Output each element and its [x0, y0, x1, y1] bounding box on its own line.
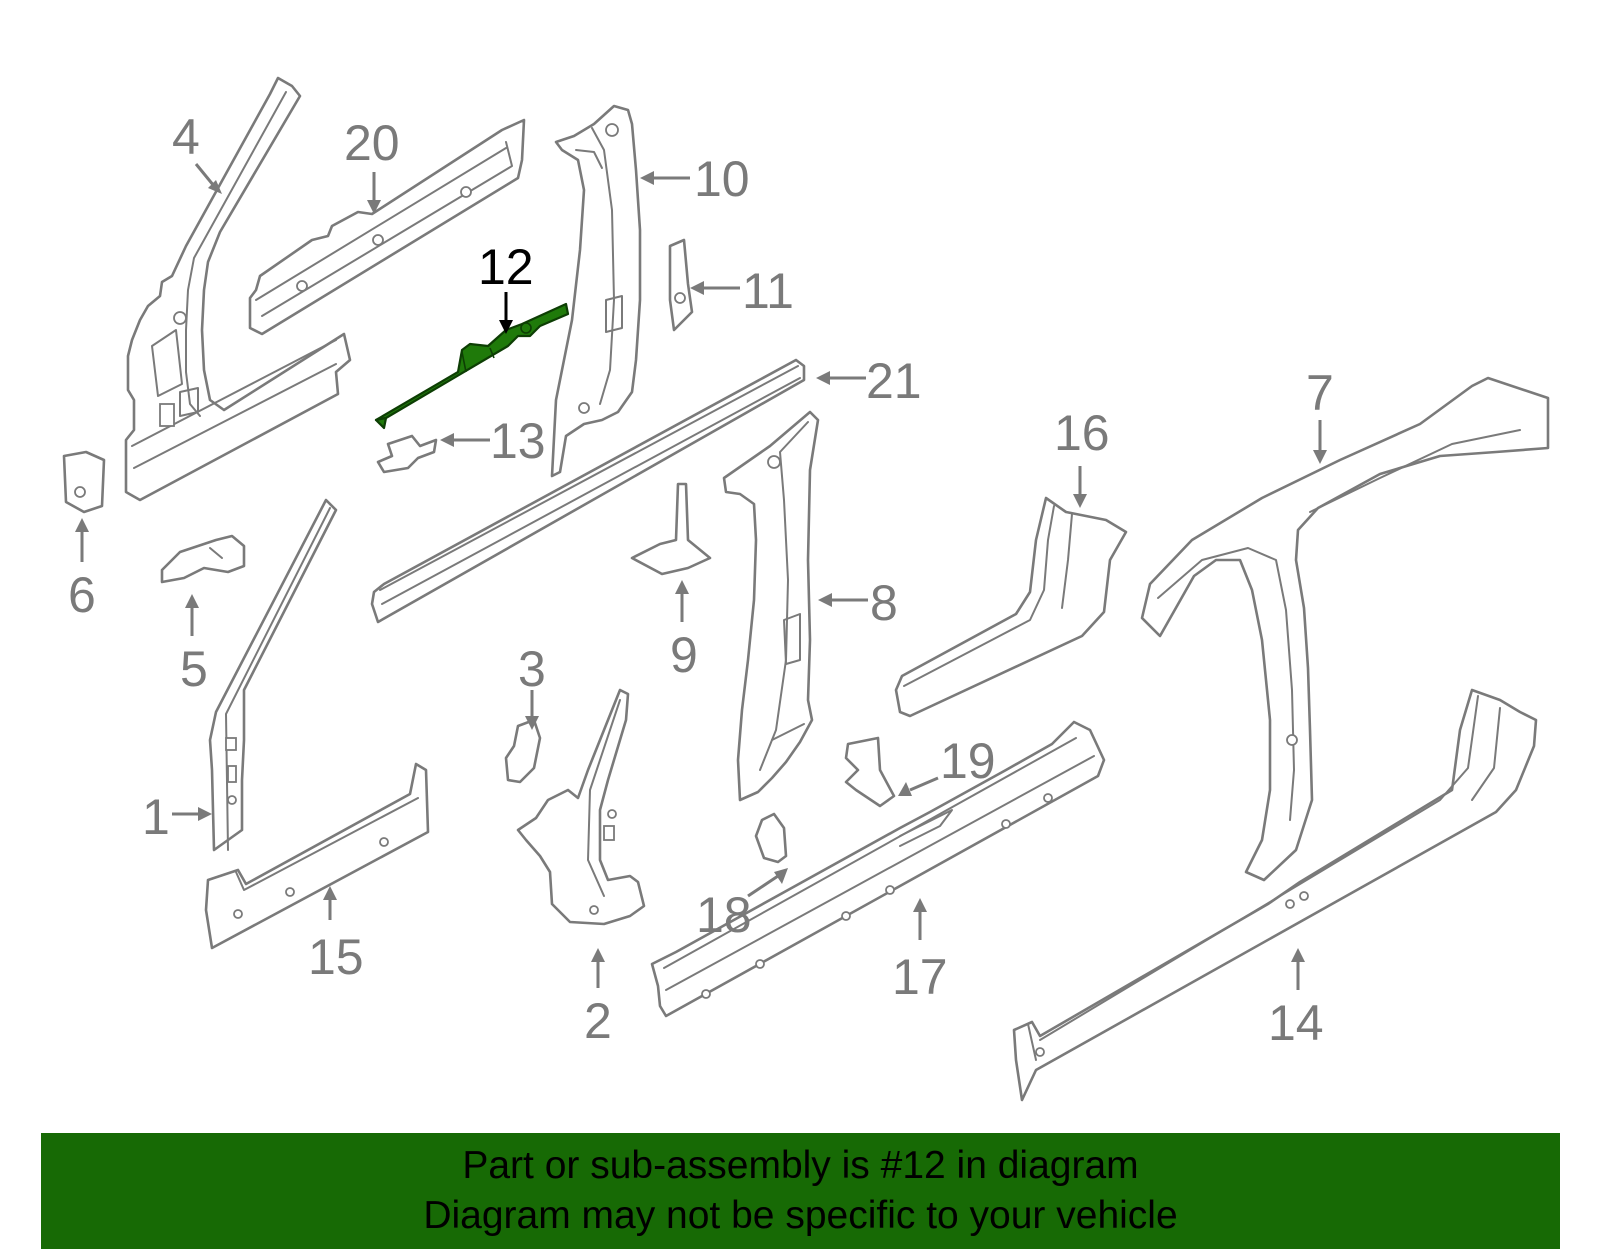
part-20-upper-rail	[248, 118, 526, 336]
svg-text:11: 11	[742, 263, 794, 319]
part-16-rear-pillar	[894, 496, 1128, 718]
svg-text:7: 7	[1306, 365, 1334, 421]
part-5-bracket	[160, 534, 246, 584]
callout-15: 15	[308, 886, 364, 985]
callout-7: 7	[1306, 365, 1334, 464]
callout-14: 14	[1268, 948, 1324, 1051]
svg-text:20: 20	[344, 115, 400, 171]
svg-text:21: 21	[866, 353, 922, 409]
part-18-bracket	[754, 812, 788, 864]
part-10-pillar-reinforcement	[550, 104, 642, 478]
callout-21: 21	[816, 353, 922, 409]
part-12-highlighted	[374, 302, 570, 430]
callout-17: 17	[892, 898, 948, 1005]
part-1-front-pillar	[208, 498, 338, 852]
callout-19: 19	[898, 733, 996, 796]
banner-line-disclaimer: Diagram may not be specific to your vehi…	[423, 1194, 1178, 1237]
callout-5: 5	[180, 594, 208, 697]
callout-4: 4	[172, 109, 222, 194]
svg-text:2: 2	[584, 993, 612, 1049]
part-19-bracket	[844, 736, 896, 808]
part-9-bracket	[630, 482, 712, 576]
svg-text:8: 8	[870, 575, 898, 631]
part-4-front-pillar	[124, 76, 352, 502]
svg-text:15: 15	[308, 929, 364, 985]
part-14-rocker	[1012, 688, 1538, 1102]
callout-1: 1	[142, 789, 212, 845]
svg-text:14: 14	[1268, 995, 1324, 1051]
callout-12: 12	[478, 239, 534, 334]
svg-text:12: 12	[478, 239, 534, 295]
callout-16: 16	[1054, 405, 1110, 508]
part-17-rocker	[650, 720, 1106, 1018]
banner-line-part-number: Part or sub-assembly is #12 in diagram	[462, 1144, 1139, 1187]
svg-text:6: 6	[68, 567, 96, 623]
callout-10: 10	[640, 151, 750, 207]
svg-text:10: 10	[694, 151, 750, 207]
svg-text:19: 19	[940, 733, 996, 789]
part-8-b-pillar	[722, 410, 820, 802]
callout-13: 13	[440, 413, 546, 469]
svg-text:18: 18	[696, 887, 752, 943]
callout-8: 8	[818, 575, 898, 631]
part-11-bracket	[668, 238, 694, 332]
info-banner: Part or sub-assembly is #12 in diagram D…	[41, 1133, 1560, 1249]
svg-text:3: 3	[518, 641, 546, 697]
callout-6: 6	[68, 518, 96, 623]
part-6-plate	[62, 450, 106, 514]
svg-text:13: 13	[490, 413, 546, 469]
part-13-bracket	[376, 434, 438, 474]
svg-text:1: 1	[142, 789, 170, 845]
part-7-roof-rail	[1140, 376, 1550, 882]
svg-text:16: 16	[1054, 405, 1110, 461]
svg-text:4: 4	[172, 109, 200, 165]
part-3-bracket	[504, 718, 542, 784]
parts-diagram: 4 20 10 11 12 13 21 6 5	[62, 76, 1550, 1102]
callout-11: 11	[690, 263, 794, 319]
part-21-rocker-strip	[370, 358, 806, 624]
svg-text:5: 5	[180, 641, 208, 697]
callout-9: 9	[670, 580, 698, 683]
svg-text:17: 17	[892, 949, 948, 1005]
callout-2: 2	[584, 948, 612, 1049]
callout-20: 20	[344, 115, 400, 214]
callout-18: 18	[696, 868, 788, 943]
callout-3: 3	[518, 641, 546, 730]
svg-text:9: 9	[670, 627, 698, 683]
part-15-rocker	[204, 762, 430, 950]
part-2-hinge-pillar	[516, 688, 646, 926]
